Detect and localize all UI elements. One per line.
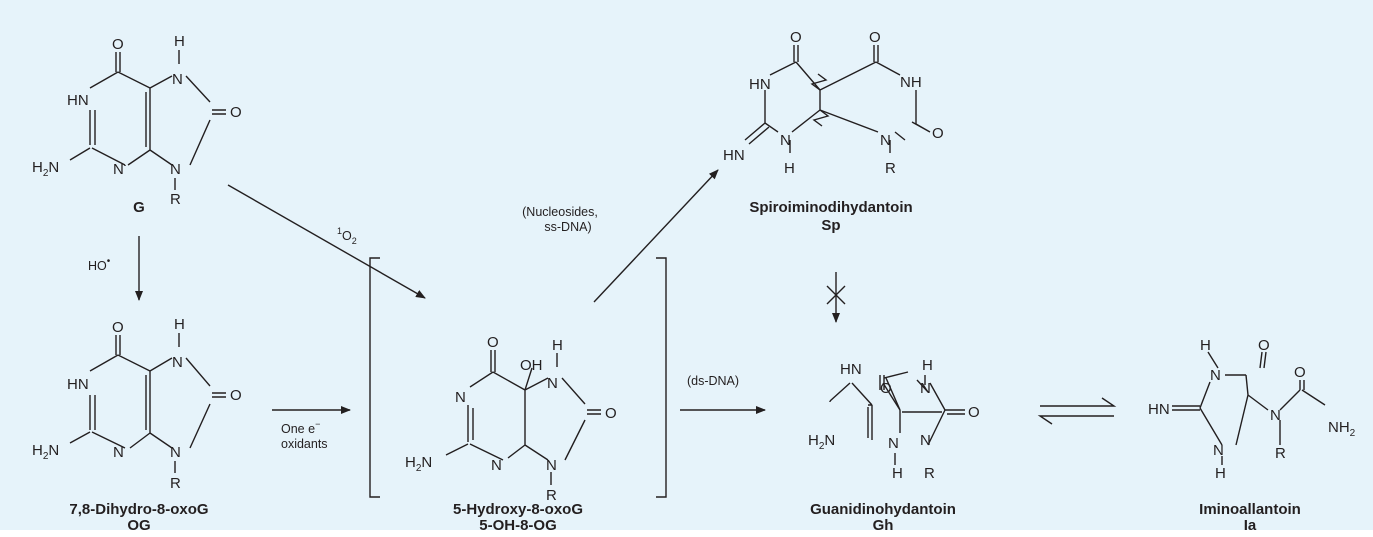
compound-name-gh: Guanidinohydantoin xyxy=(810,501,956,518)
compound-name-g: G xyxy=(133,199,145,216)
atom-label: H xyxy=(174,33,185,50)
svg-text:H: H xyxy=(552,337,563,354)
atom-label: O xyxy=(112,36,124,53)
compound-abbr-5-oh-8-og: 5-OH-8-OG xyxy=(479,517,557,530)
svg-text:O: O xyxy=(230,387,242,404)
structure-g: O HN N H O N N R H2N G xyxy=(32,33,242,216)
label-singlet-oxygen: 1O2 xyxy=(337,226,357,246)
svg-text:HN: HN xyxy=(67,376,89,393)
svg-text:N: N xyxy=(880,132,891,149)
label-ss-dna: ss-DNA) xyxy=(544,220,591,234)
compound-name-ia: Iminoallantoin xyxy=(1199,501,1301,518)
svg-text:H: H xyxy=(1200,337,1211,354)
atom-label: HN xyxy=(67,92,89,109)
arrow-to-sp xyxy=(593,169,719,303)
svg-text:N: N xyxy=(1210,367,1221,384)
svg-text:N: N xyxy=(1213,442,1224,459)
equilibrium-forward-arrow xyxy=(1040,397,1117,407)
svg-text:N: N xyxy=(491,457,502,474)
svg-text:O: O xyxy=(869,29,881,46)
svg-text:N: N xyxy=(888,435,899,452)
svg-text:N: N xyxy=(170,444,181,461)
svg-text:H: H xyxy=(784,160,795,177)
arrow-g-to-5-oh-8-og xyxy=(227,184,426,299)
svg-text:H2N: H2N xyxy=(808,432,835,452)
svg-text:HN: HN xyxy=(840,361,862,378)
compound-abbr-og: OG xyxy=(127,517,150,530)
structure-gh: HN H N O O N N H R H2N Guanidinohydantoi… xyxy=(808,357,980,530)
atom-label: O xyxy=(230,104,242,121)
svg-text:N: N xyxy=(547,375,558,392)
label-oxidants: oxidants xyxy=(281,437,328,451)
svg-text:O: O xyxy=(880,380,892,397)
structure-og: O HN N H O N N R H2N 7,8-Dihydro-8-oxoG … xyxy=(32,316,242,530)
structure-ia: HN N H O N H N R O NH2 Iminoallantoin Ia xyxy=(1148,337,1356,530)
svg-text:O: O xyxy=(112,319,124,336)
svg-text:N: N xyxy=(172,354,183,371)
svg-text:N: N xyxy=(1270,407,1281,424)
structure-5-oh-8-og: O OH N N H O N N R H2N 5-Hydroxy-8-oxoG … xyxy=(369,257,667,530)
equilibrium-reverse-arrow xyxy=(1037,415,1114,425)
svg-text:N: N xyxy=(113,444,124,461)
atom-label: N xyxy=(113,161,124,178)
svg-text:N: N xyxy=(780,132,791,149)
svg-text:O: O xyxy=(487,334,499,351)
svg-text:R: R xyxy=(924,465,935,482)
svg-text:O: O xyxy=(932,125,944,142)
svg-text:H: H xyxy=(892,465,903,482)
svg-text:NH: NH xyxy=(900,74,922,91)
svg-text:N: N xyxy=(455,389,466,406)
atom-label: N xyxy=(170,161,181,178)
compound-abbr-ia: Ia xyxy=(1244,517,1257,530)
atom-label: N xyxy=(172,71,183,88)
svg-text:O: O xyxy=(1294,364,1306,381)
svg-text:HN: HN xyxy=(723,147,745,164)
svg-text:H2N: H2N xyxy=(405,454,432,474)
svg-text:HN: HN xyxy=(1148,401,1170,418)
label-ds-dna: (ds-DNA) xyxy=(687,374,739,388)
atom-label: R xyxy=(170,191,181,208)
svg-text:H: H xyxy=(1215,465,1226,482)
svg-text:H: H xyxy=(174,316,185,333)
svg-text:O: O xyxy=(790,29,802,46)
svg-text:R: R xyxy=(170,475,181,492)
svg-text:R: R xyxy=(1275,445,1286,462)
compound-name-sp: Spiroiminodihydantoin xyxy=(749,199,912,216)
structure-sp: O HN HN N H O NH O N R Spiroiminodihydan… xyxy=(723,29,944,234)
svg-text:R: R xyxy=(885,160,896,177)
cross-mark-icon xyxy=(826,285,846,305)
label-nucleosides: (Nucleosides, xyxy=(522,205,598,219)
svg-text:N: N xyxy=(920,380,931,397)
compound-name-og: 7,8-Dihydro-8-oxoG xyxy=(69,501,208,518)
svg-text:O: O xyxy=(1258,337,1270,354)
label-one-electron-oxidants: One e− xyxy=(281,419,320,436)
compound-name-5-oh-8-og: 5-Hydroxy-8-oxoG xyxy=(453,501,583,518)
svg-text:O: O xyxy=(968,404,980,421)
svg-text:OH: OH xyxy=(520,357,543,374)
svg-text:HN: HN xyxy=(749,76,771,93)
svg-text:O: O xyxy=(605,405,617,422)
svg-text:N: N xyxy=(920,432,931,449)
svg-text:H2N: H2N xyxy=(32,442,59,462)
compound-abbr-sp: Sp xyxy=(821,217,840,234)
label-hydroxyl-radical: HO• xyxy=(88,256,111,273)
svg-text:NH2: NH2 xyxy=(1328,419,1356,439)
svg-text:R: R xyxy=(546,487,557,504)
svg-text:N: N xyxy=(546,457,557,474)
compound-abbr-gh: Gh xyxy=(873,517,894,530)
svg-text:H: H xyxy=(922,357,933,374)
svg-text:H2N: H2N xyxy=(32,159,59,179)
